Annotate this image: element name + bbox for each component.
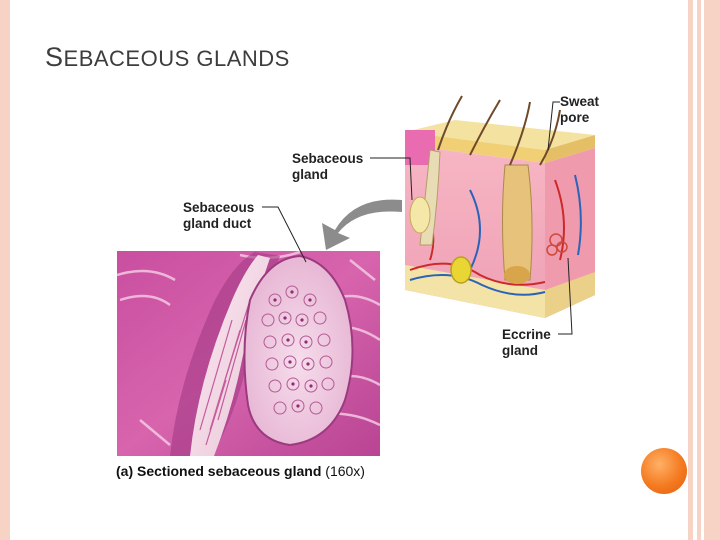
magnify-arrow <box>322 199 402 250</box>
caption-text: (a) Sectioned sebaceous gland <box>116 463 322 479</box>
skin-block-illustration <box>405 95 595 318</box>
sebaceous-gland-duct-leader <box>262 206 307 263</box>
eccrine-gland-leader <box>558 257 573 335</box>
sebaceous-gland-leader <box>370 157 413 201</box>
caption-magnification: (160x) <box>325 463 365 479</box>
decorative-orange-circle <box>641 448 687 494</box>
right-frame-stripe <box>697 0 701 540</box>
slide-title: SEBACEOUS GLANDS <box>45 42 290 72</box>
figure-caption: (a) Sectioned sebaceous gland (160x) <box>116 463 365 479</box>
right-frame-bar <box>704 0 720 540</box>
right-frame-stripe <box>688 0 693 540</box>
sweat-pore-leader <box>547 101 560 151</box>
left-frame-bar <box>0 0 10 540</box>
micrograph-section <box>117 251 380 456</box>
